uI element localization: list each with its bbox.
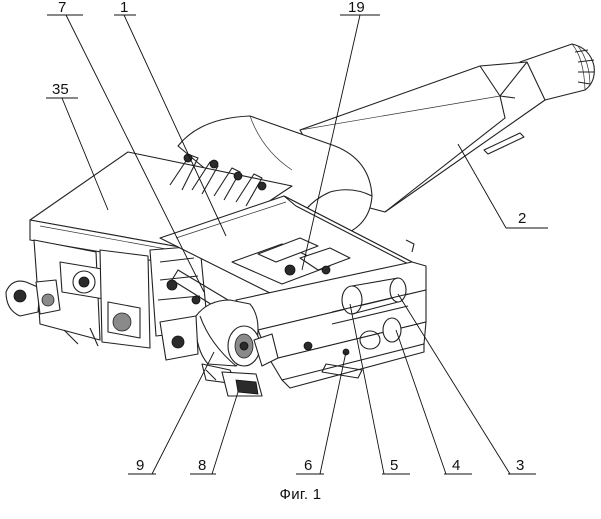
leader-line-6 (319, 351, 347, 475)
label-1: 1 (120, 0, 128, 16)
leader-line-35 (61, 97, 109, 211)
label-19: 19 (348, 0, 365, 16)
label-2: 2 (518, 210, 526, 227)
side-frame-stack (235, 239, 427, 389)
motor-assembly (159, 299, 279, 397)
label-8: 8 (198, 457, 206, 474)
leader-line-2 (457, 143, 507, 229)
leader-line-19 (301, 14, 361, 271)
leader-line-8 (211, 391, 239, 475)
leader-line-1 (123, 14, 227, 237)
label-9: 9 (136, 457, 144, 474)
label-35: 35 (52, 81, 69, 98)
leader-line-3 (397, 293, 511, 475)
label-7: 7 (58, 0, 66, 16)
label-6: 6 (304, 457, 312, 474)
reference-labels: 7 1 19 35 2 9 8 6 5 4 3 (46, 0, 548, 475)
barrel-assembly (177, 43, 595, 241)
leader-line-5 (349, 303, 385, 475)
leader-line-4 (395, 329, 447, 475)
label-4: 4 (452, 457, 460, 474)
figure-caption: Фиг. 1 (279, 486, 322, 503)
label-5: 5 (390, 457, 398, 474)
leader-line-9 (151, 351, 215, 475)
leader-line-7 (65, 14, 205, 293)
label-3: 3 (516, 457, 524, 474)
